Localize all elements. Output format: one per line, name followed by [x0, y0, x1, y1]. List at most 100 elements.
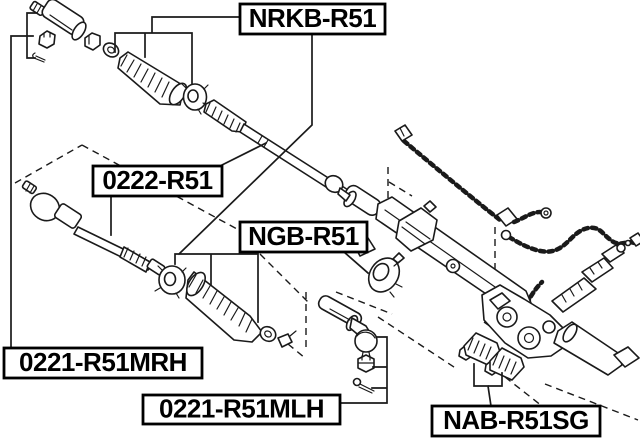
bushing [489, 347, 525, 381]
phantom-line [335, 291, 393, 315]
gear-bushings [458, 332, 525, 381]
label-box [141, 393, 342, 426]
pipe-fitting-detail [399, 127, 405, 137]
cotter-pin-legs [358, 383, 375, 394]
phantom-line [388, 181, 413, 197]
boot-clamp-small [259, 325, 277, 343]
label-box [2, 346, 204, 380]
leader-gear-boot [342, 250, 370, 275]
pipe-fitting [394, 124, 413, 142]
grommet-ribs [389, 260, 403, 298]
rack-end-right [553, 321, 623, 376]
clamp-ring-bore [187, 89, 199, 103]
label-text: 0222-R51 [102, 165, 212, 195]
label-box [238, 220, 369, 254]
clamp-ring-tabs [181, 83, 211, 115]
label-0221-r51mrh: 0221-R51MRH [2, 346, 204, 380]
pipe-line [506, 225, 637, 254]
phantom-line [377, 316, 458, 370]
phantom-line [504, 376, 543, 407]
label-0221-r51mlh: 0221-R51MLH [141, 393, 342, 426]
rod-thread-section [203, 99, 247, 133]
phantom-line [259, 253, 309, 303]
boot-lh [154, 265, 297, 348]
hydraulic-pipes [394, 124, 640, 307]
boot-rh [117, 51, 211, 115]
boot-clamp-small [102, 42, 120, 58]
clamp-ring-bore [163, 271, 177, 287]
castle-nut-slots [43, 32, 51, 38]
pinion-joint-serrations [589, 261, 603, 275]
leader-tie-rod-end-rh [10, 12, 37, 349]
rod-shaft [239, 123, 331, 188]
boot-clamp-small-detail [107, 46, 115, 54]
tie-rod-end-face [71, 21, 87, 41]
pinion-joint [581, 257, 614, 283]
leader-boot-kit-lh [174, 33, 313, 323]
shaft-line [329, 308, 351, 321]
valve-detail-circle [496, 306, 518, 328]
pinion-shaft-serrations [561, 282, 583, 303]
pipe-end-fitting [540, 207, 552, 219]
rod-socket-stub [337, 187, 351, 202]
steering-rack-assembly [343, 184, 640, 376]
label-text: NAB-R51SG [443, 405, 589, 435]
label-text: NGB-R51 [248, 221, 359, 251]
label-text: 0221-R51MRH [19, 347, 187, 377]
ball-stud [21, 180, 38, 195]
tie-rod-end-rh [29, 0, 120, 63]
clamp-ring-tabs [154, 265, 187, 299]
pipe-end-fitting-detail [543, 210, 549, 216]
label-nrkb-r51: NRKB-R51 [238, 2, 387, 36]
valve-detail-circle [542, 320, 556, 334]
castle-nut-slots [357, 355, 375, 364]
jam-nut [84, 32, 101, 51]
leader-bushings [473, 363, 503, 407]
label-text: 0221-R51MLH [159, 394, 324, 424]
rod-collar [53, 203, 83, 229]
grommet-stub [392, 252, 405, 264]
bushing-ribs [467, 337, 492, 360]
rack-mount-clamp-detail [401, 221, 431, 245]
phantom-line [14, 144, 83, 184]
stud-threads [32, 3, 42, 14]
ball-housing [354, 329, 378, 353]
pipe-end-fitting [629, 232, 640, 247]
rack-end-right-stub [613, 346, 640, 368]
leader-tie-rod-end-lh [339, 336, 388, 404]
leader-inner-rod [110, 141, 268, 236]
label-box [430, 404, 602, 438]
boot-ribs [188, 274, 253, 333]
stud-threads [25, 183, 35, 194]
rod-threads [123, 247, 147, 267]
phantom-line [287, 343, 306, 359]
label-ngb-r51: NGB-R51 [238, 220, 369, 254]
pinion-knob [616, 243, 626, 253]
rack-bolt-detail [450, 263, 456, 269]
label-0222-r51: 0222-R51 [91, 164, 224, 198]
rack-clamp-tab [423, 200, 437, 213]
clamp-screw [277, 333, 293, 348]
valve-detail-circle [502, 312, 512, 322]
ball-housing-detail [356, 331, 376, 339]
label-text: NRKB-R51 [249, 3, 377, 33]
clamp-screw-tail [289, 330, 297, 337]
rack-bolt [445, 258, 461, 274]
cotter-pin-loop [352, 377, 362, 387]
inner-rod-lh [21, 180, 166, 276]
rod-threads [205, 102, 241, 133]
bushing-ribs [492, 352, 517, 375]
phantom-line [544, 383, 639, 421]
boot-end-face [186, 271, 206, 297]
gear-grommet [367, 252, 405, 298]
boot-clamp-small-detail [264, 330, 272, 338]
grommet-bore [372, 262, 390, 282]
leader-lines [10, 12, 503, 407]
valve-port [489, 292, 511, 310]
valve-detail-circle [517, 326, 541, 350]
label-box [91, 164, 224, 198]
pipe-line [511, 209, 543, 225]
rack-end-right-collar [562, 323, 578, 343]
